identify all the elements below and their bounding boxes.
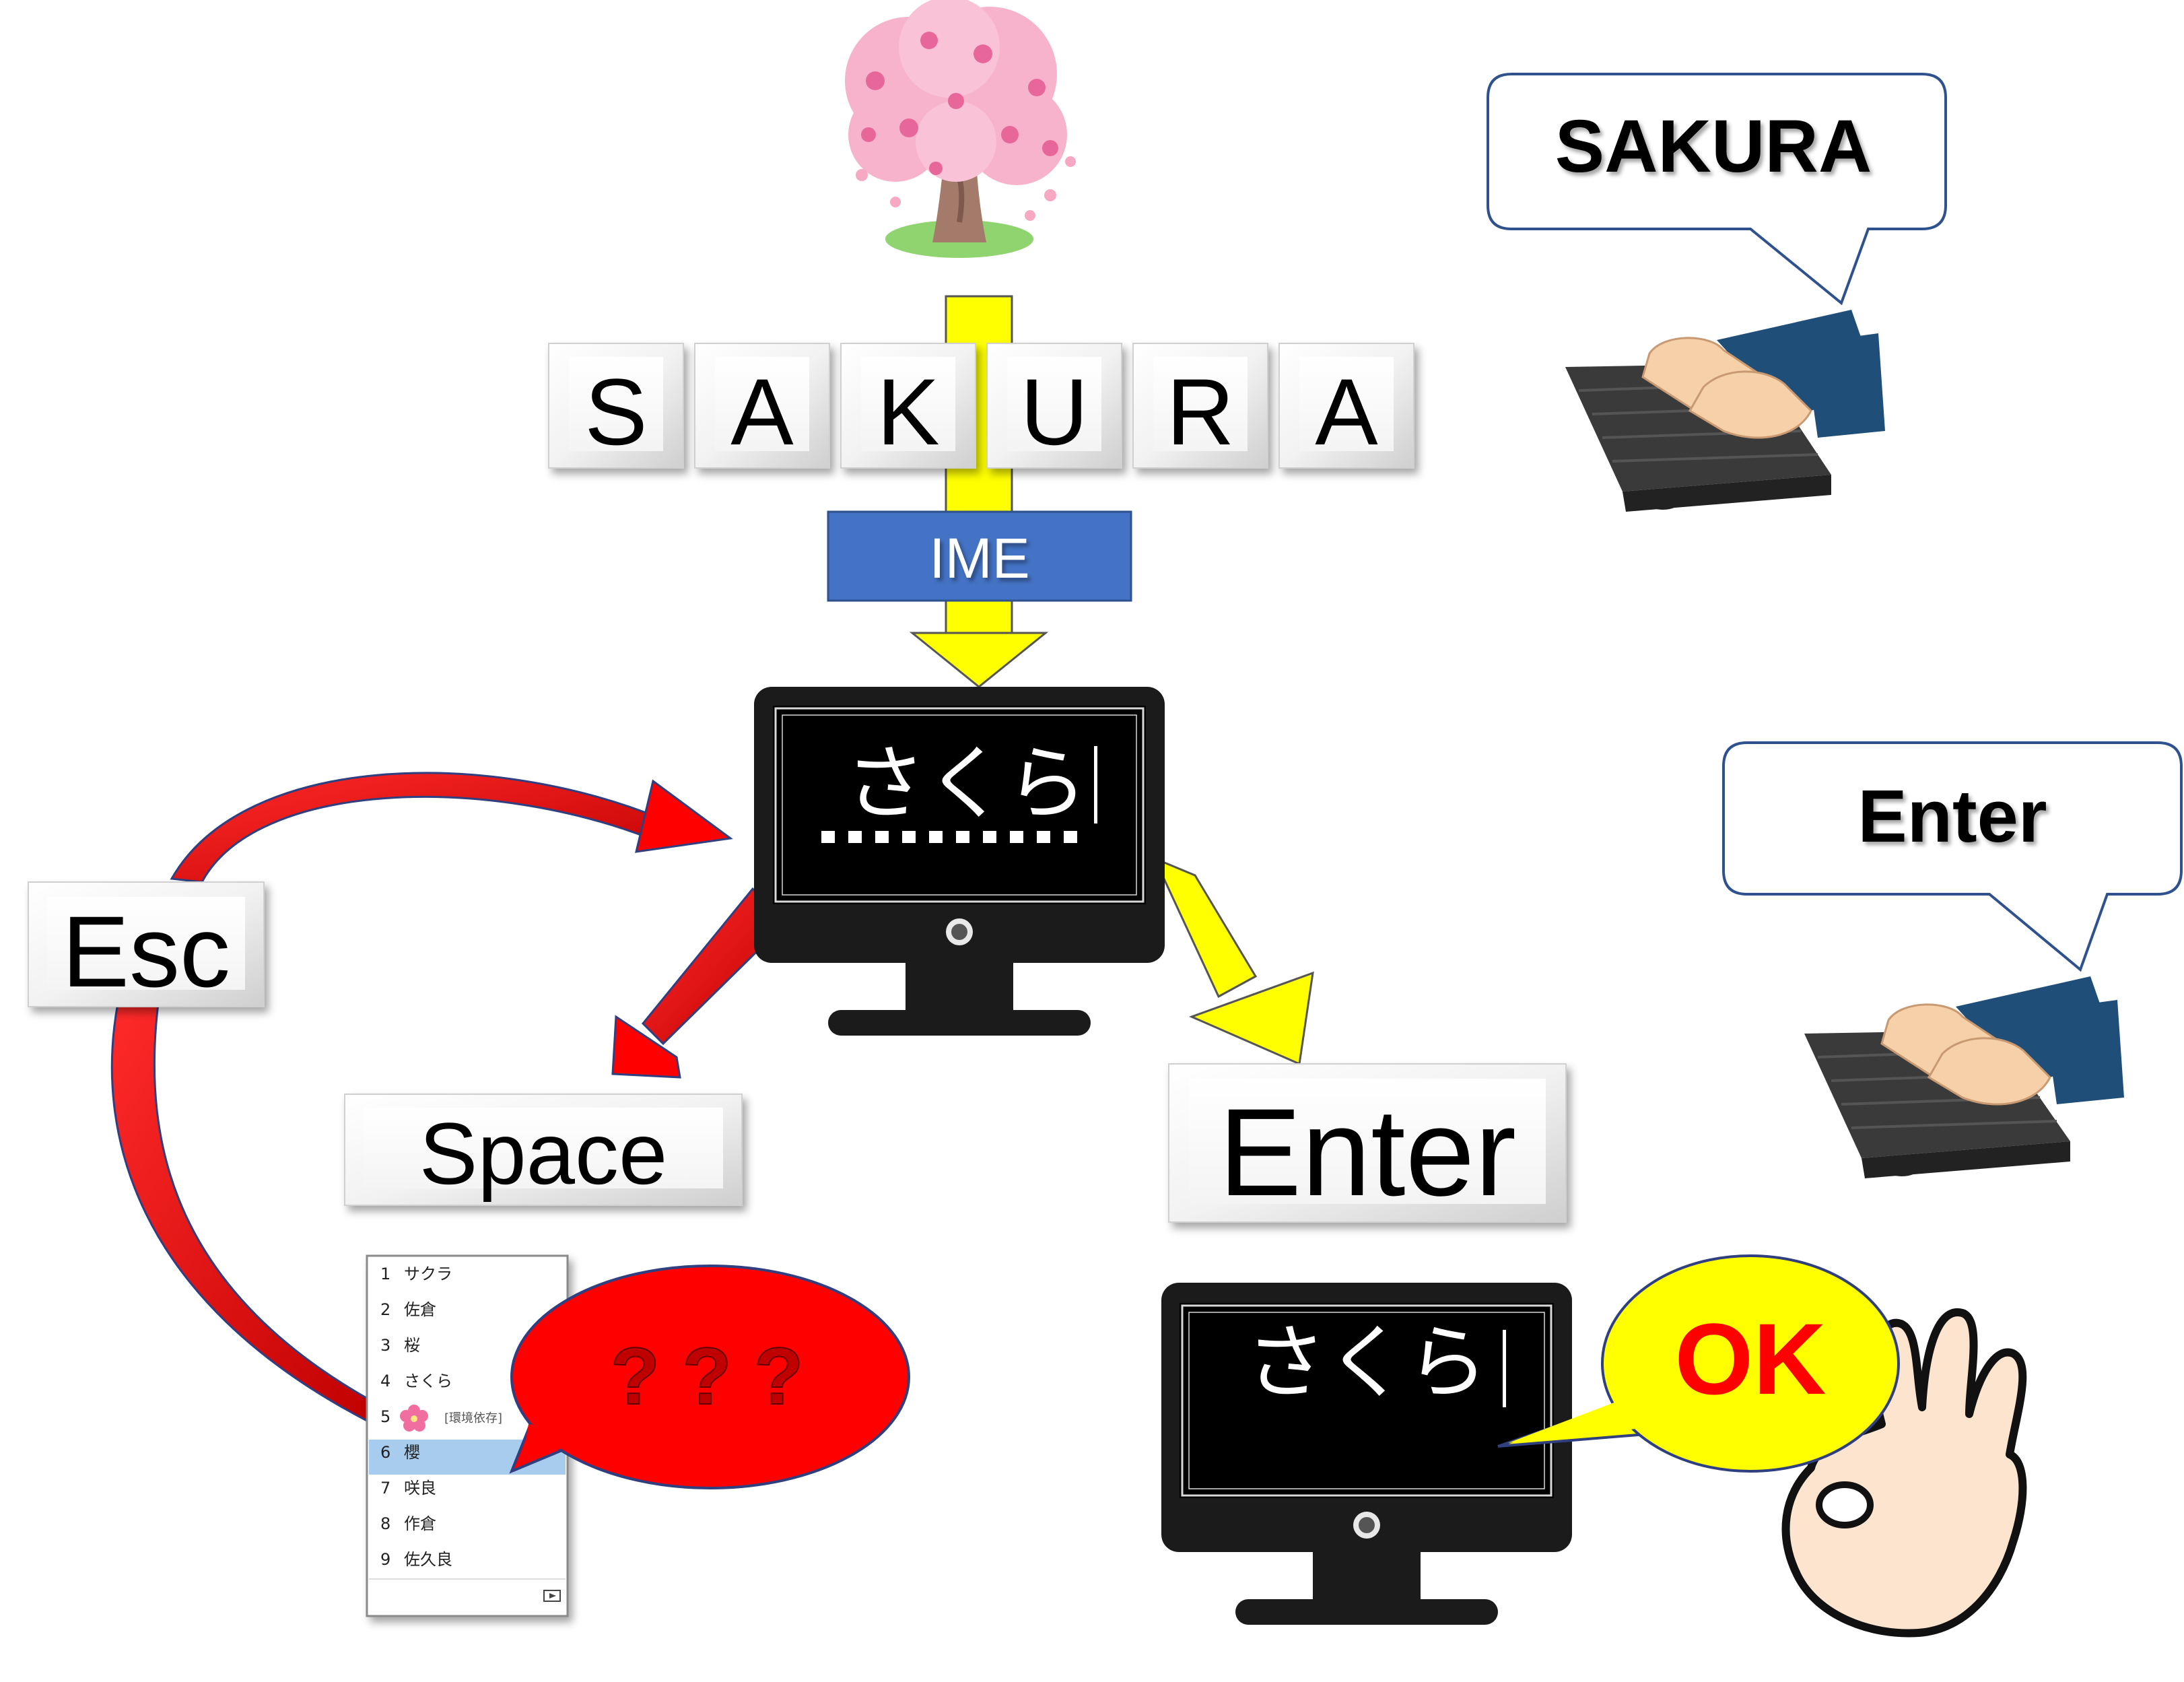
candidate-text: 櫻 xyxy=(404,1443,420,1462)
speech-sakura-text: SAKURA xyxy=(1555,105,1872,188)
candidate-text: さくら xyxy=(404,1372,452,1390)
yellow-arrow-to-enter xyxy=(1153,856,1314,1066)
key-u xyxy=(986,343,1122,469)
candidate-text: 咲良 xyxy=(404,1479,436,1498)
input-keys: S A K U R A xyxy=(548,343,1414,469)
key-label-a: A xyxy=(730,359,794,465)
candidate-num: 8 xyxy=(380,1514,390,1533)
enter-key: Enter xyxy=(1168,1063,1567,1223)
ok-text: OK xyxy=(1675,1302,1827,1415)
candidate-list: 1 サクラ 2 佐倉 3 桜 4 さくら 5 6 櫻 7 咲良 8 作倉 9 佐… xyxy=(366,1254,569,1617)
candidate-num: 6 xyxy=(380,1443,390,1462)
sakura-tree-icon xyxy=(845,0,1076,258)
question-marks: ? ? ? xyxy=(611,1331,804,1421)
key-label-r: R xyxy=(1166,359,1234,465)
monitor-bottom: さくら xyxy=(1161,1283,1572,1625)
question-bubble: ? ? ? xyxy=(509,1265,910,1489)
expand-icon[interactable] xyxy=(543,1590,561,1602)
candidate-num: 5 xyxy=(380,1407,390,1426)
keyboard-hands-icon xyxy=(1804,976,2124,1178)
candidate-text: サクラ xyxy=(404,1265,452,1283)
key-r xyxy=(1132,343,1268,469)
speech-enter-text: Enter xyxy=(1857,775,2047,858)
key-k xyxy=(840,343,976,469)
esc-loop-arrow xyxy=(110,772,733,1422)
ok-bubble: OK xyxy=(1497,1254,1900,1473)
candidate-num: 2 xyxy=(380,1300,390,1319)
text-cursor xyxy=(1094,746,1097,823)
enter-key-label: Enter xyxy=(1219,1083,1516,1222)
key-label-k: K xyxy=(877,359,939,465)
key-label-a2: A xyxy=(1315,359,1378,465)
candidate-text: 作倉 xyxy=(404,1514,436,1533)
sakura-flower-icon xyxy=(400,1405,428,1432)
key-label-u: U xyxy=(1020,359,1088,465)
monitor-top: さくら xyxy=(754,687,1165,1036)
key-s xyxy=(548,343,684,469)
candidate-text: 佐久良 xyxy=(404,1550,452,1569)
text-cursor xyxy=(1503,1330,1506,1407)
candidate-note: [環境依存] xyxy=(444,1411,502,1425)
keyboard-hands-icon xyxy=(1565,310,1885,512)
screen-text-pending: さくら xyxy=(845,737,1087,831)
ime-box: IME xyxy=(827,510,1132,602)
candidate-text: 佐倉 xyxy=(404,1300,436,1319)
space-key: Space xyxy=(344,1094,743,1206)
key-a xyxy=(694,343,830,469)
candidate-num: 4 xyxy=(380,1372,390,1390)
candidate-num: 9 xyxy=(380,1550,390,1569)
key-a2 xyxy=(1278,343,1414,469)
candidate-num: 7 xyxy=(380,1479,390,1498)
candidate-num: 1 xyxy=(380,1265,390,1283)
speech-bubble-sakura: SAKURA xyxy=(1487,73,1947,306)
candidate-text: 桜 xyxy=(404,1336,420,1355)
esc-key-label: Esc xyxy=(62,895,230,1008)
speech-bubble-enter: Enter xyxy=(1722,741,2183,972)
candidate-num: 3 xyxy=(380,1336,390,1355)
ime-label: IME xyxy=(929,527,1029,590)
key-label-s: S xyxy=(584,359,647,465)
esc-key: Esc xyxy=(28,881,265,1008)
screen-text-confirmed: さくら xyxy=(1245,1316,1488,1410)
space-key-label: Space xyxy=(419,1104,668,1203)
ok-hand-icon xyxy=(1781,1308,2027,1638)
